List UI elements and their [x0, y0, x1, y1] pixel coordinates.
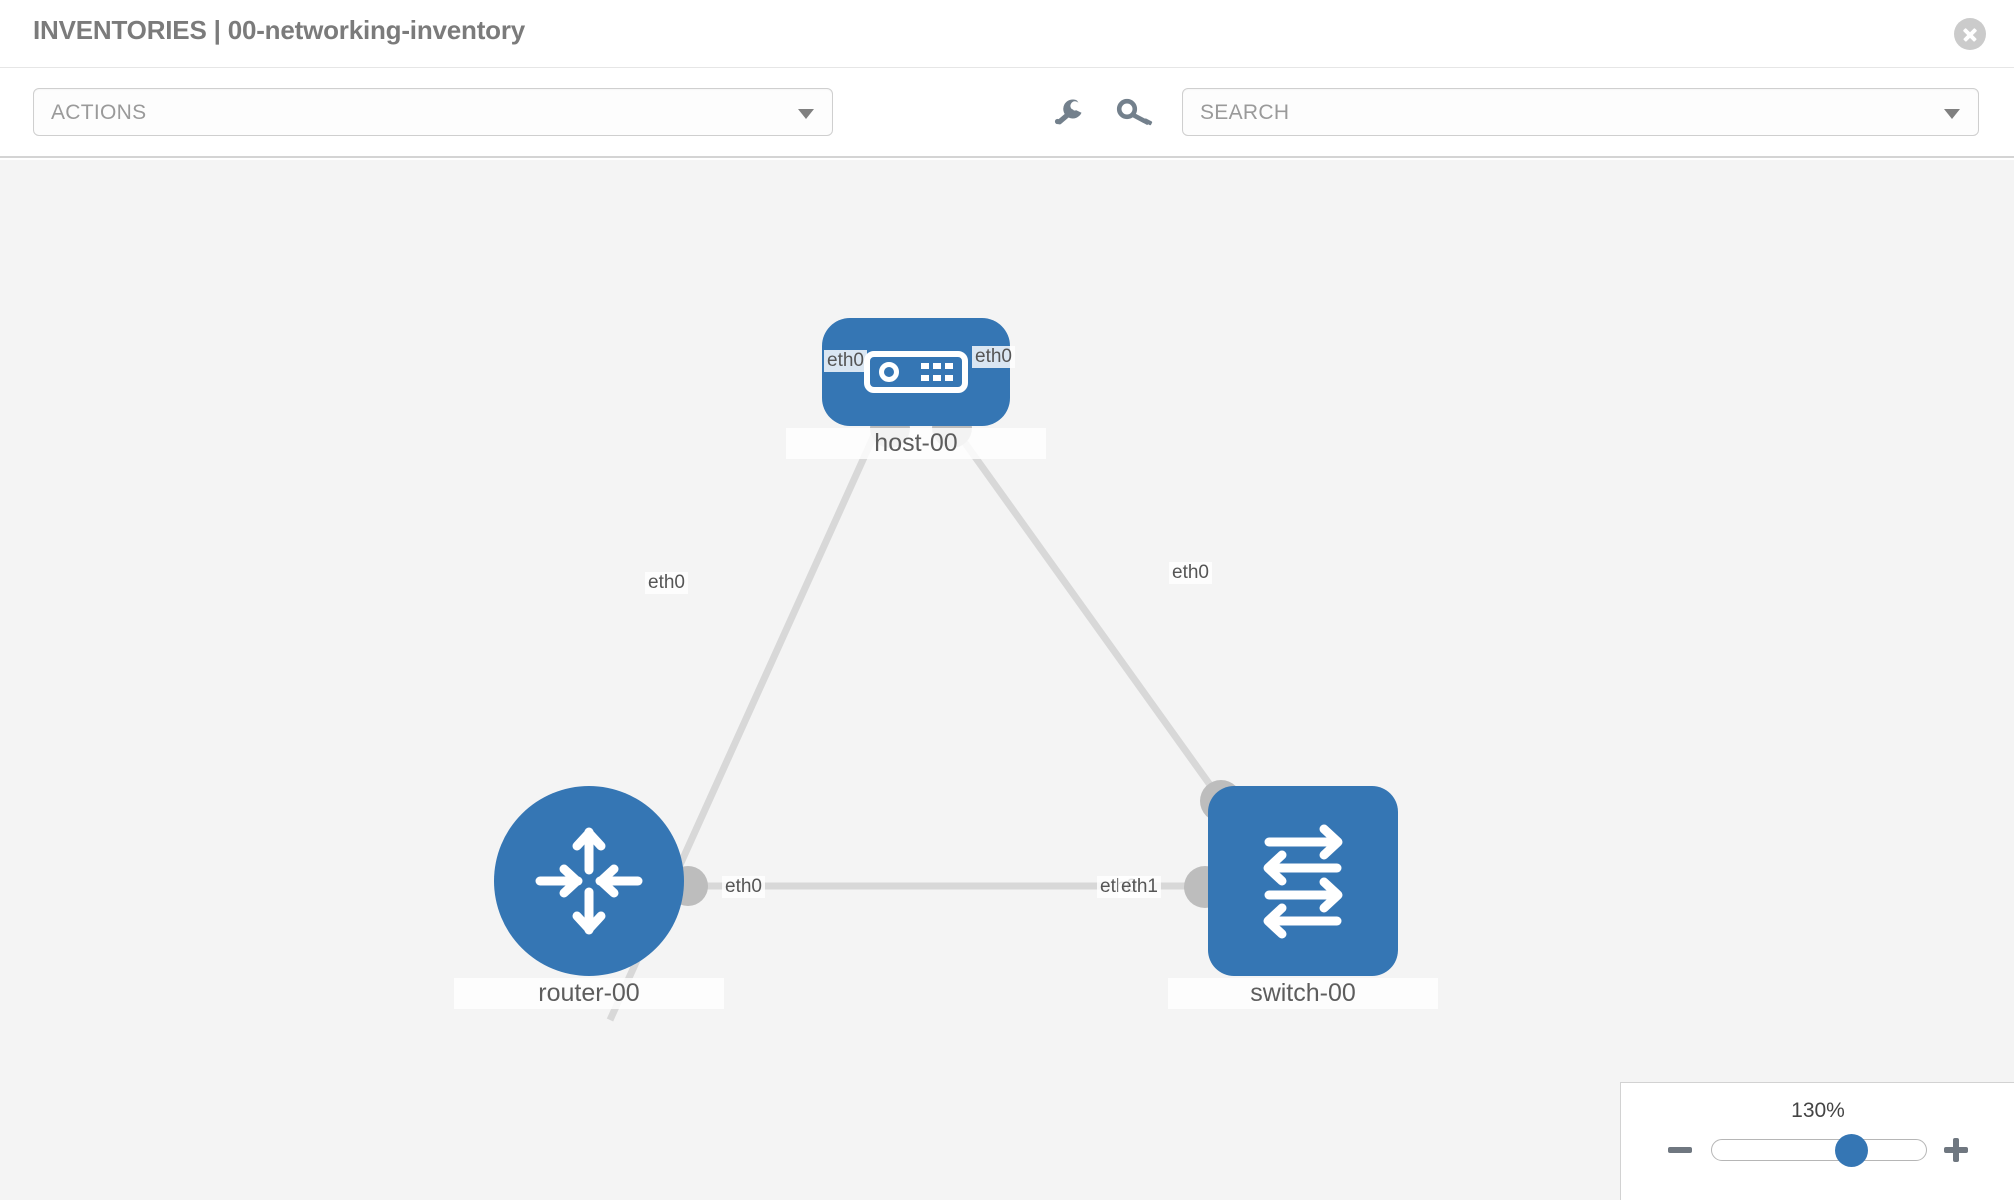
zoom-slider-thumb[interactable]: [1834, 1134, 1868, 1167]
server-icon: [864, 351, 968, 393]
switch-node-shape: [1208, 786, 1398, 976]
node-router-00[interactable]: router-00: [454, 786, 724, 1009]
node-host-00[interactable]: host-00: [786, 318, 1046, 459]
chevron-down-icon: [798, 109, 814, 119]
page-header: INVENTORIES | 00-networking-inventory: [0, 0, 2014, 68]
node-label-host-00: host-00: [786, 428, 1046, 459]
iface-label-switch00-eth1: eth1: [1118, 876, 1161, 898]
page-title: INVENTORIES | 00-networking-inventory: [33, 15, 526, 45]
zoom-level-value: 130%: [1791, 1099, 1845, 1122]
router-node-shape: [494, 786, 684, 976]
actions-dropdown-label: ACTIONS: [51, 101, 147, 124]
toolbar: ACTIONS SEARCH: [0, 68, 2014, 158]
key-icon[interactable]: [1112, 88, 1158, 136]
iface-label-host00-right: eth0: [972, 346, 1015, 368]
iface-label-host00-left: eth0: [824, 350, 867, 372]
node-switch-00[interactable]: switch-00: [1168, 786, 1438, 1009]
search-placeholder: SEARCH: [1200, 101, 1290, 124]
zoom-out-button[interactable]: [1663, 1133, 1697, 1167]
zoom-in-button[interactable]: [1939, 1133, 1973, 1167]
node-label-switch-00: switch-00: [1168, 978, 1438, 1009]
iface-label-switch00-uplink: eth0: [1169, 562, 1212, 584]
router-arrows-icon: [535, 827, 643, 935]
topology-edges: [606, 419, 1231, 1022]
topology-canvas[interactable]: host-00: [0, 160, 2014, 1200]
host-node-shape: [822, 318, 1010, 426]
search-input[interactable]: SEARCH: [1182, 88, 1979, 136]
zoom-control-panel: 130%: [1620, 1082, 2014, 1200]
iface-label-router00-uplink: eth0: [645, 572, 688, 594]
edge-host00-switch00: [947, 419, 1231, 813]
node-label-router-00: router-00: [454, 978, 724, 1009]
close-icon[interactable]: [1954, 18, 1986, 50]
chevron-down-icon: [1944, 109, 1960, 119]
switch-arrows-icon: [1263, 824, 1343, 939]
iface-label-router00-eth0: eth0: [722, 876, 765, 898]
actions-dropdown[interactable]: ACTIONS: [33, 88, 833, 136]
wrench-icon[interactable]: [1046, 88, 1092, 136]
zoom-slider[interactable]: [1711, 1134, 1927, 1167]
